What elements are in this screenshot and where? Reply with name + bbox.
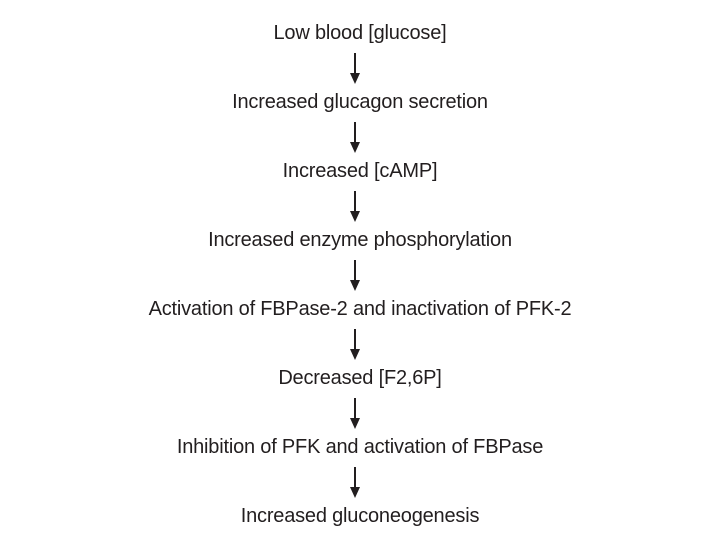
arrow-head bbox=[350, 417, 360, 429]
down-arrow-icon bbox=[350, 461, 360, 503]
flow-step-enzyme-phosphorylation: Increased enzyme phosphorylation bbox=[208, 229, 512, 251]
arrow-shaft bbox=[354, 52, 356, 73]
flow-step-low-blood-glucose: Low blood [glucose] bbox=[273, 22, 447, 44]
flow-step-pfk-fbpase: Inhibition of PFK and activation of FBPa… bbox=[176, 436, 544, 458]
arrow-head bbox=[350, 279, 360, 291]
arrow-shaft bbox=[354, 259, 356, 280]
arrow-shaft bbox=[354, 190, 356, 211]
arrow-head bbox=[350, 210, 360, 222]
arrow-head bbox=[350, 348, 360, 360]
arrow-shaft bbox=[354, 397, 356, 418]
arrow-head bbox=[350, 141, 360, 153]
flow-step-f26p: Decreased [F2,6P] bbox=[278, 367, 442, 389]
down-arrow-icon bbox=[350, 254, 360, 296]
arrow-shaft bbox=[354, 121, 356, 142]
flow-step-camp: Increased [cAMP] bbox=[282, 160, 438, 182]
arrow-shaft bbox=[354, 328, 356, 349]
arrow-head bbox=[350, 486, 360, 498]
arrow-shaft bbox=[354, 466, 356, 487]
down-arrow-icon bbox=[350, 323, 360, 365]
down-arrow-icon bbox=[350, 185, 360, 227]
down-arrow-icon bbox=[350, 116, 360, 158]
flow-step-fbpase2-pfk2: Activation of FBPase-2 and inactivation … bbox=[148, 298, 572, 320]
flow-step-gluconeogenesis: Increased gluconeogenesis bbox=[240, 505, 480, 527]
arrow-head bbox=[350, 72, 360, 84]
down-arrow-icon bbox=[350, 47, 360, 89]
down-arrow-icon bbox=[350, 392, 360, 434]
flow-step-glucagon-secretion: Increased glucagon secretion bbox=[232, 91, 488, 113]
